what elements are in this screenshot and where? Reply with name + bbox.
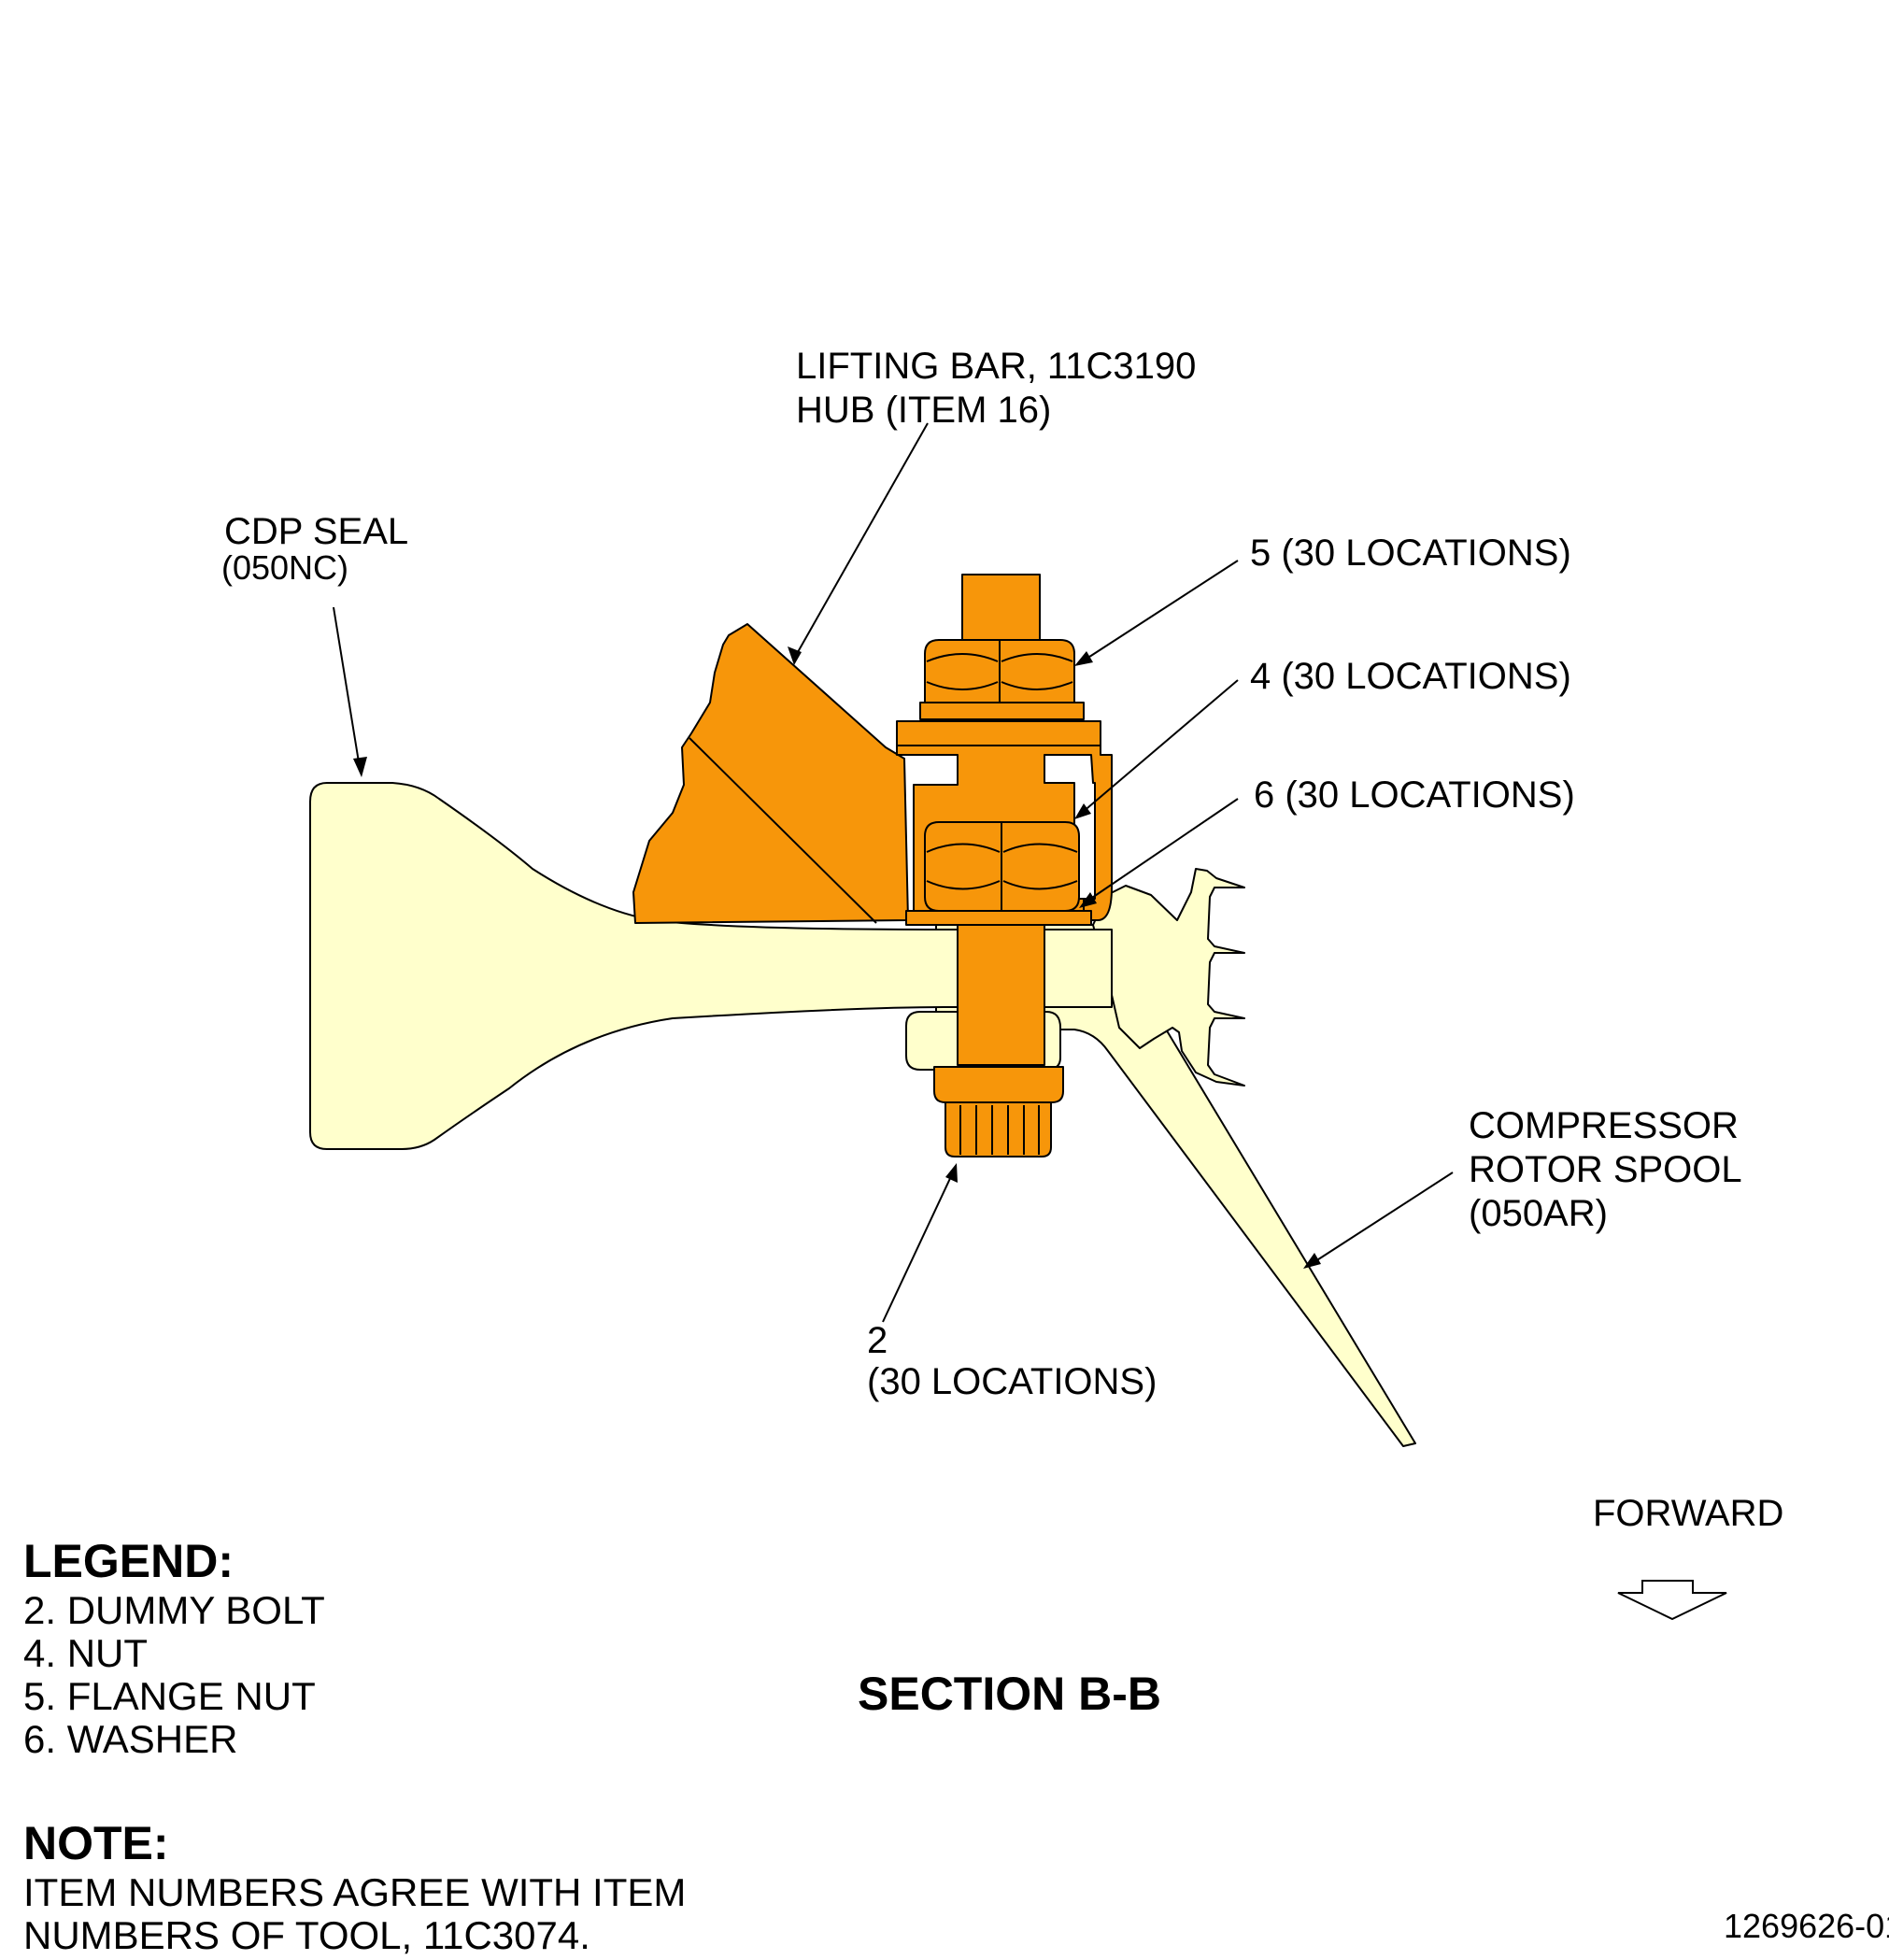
lifting-bar-hub (632, 623, 909, 924)
dummy-bolt-top (961, 574, 1041, 641)
lifting-bar-section-line (689, 737, 877, 924)
callout-item-2-line2: (30 LOCATIONS) (867, 1361, 1157, 1402)
forward-label: FORWARD (1593, 1493, 1783, 1534)
cdp-seal (309, 782, 1113, 1150)
forward-arrow-icon (1617, 1580, 1727, 1621)
legend-item: 4. NUT (23, 1631, 148, 1675)
note-line-1: ITEM NUMBERS AGREE WITH ITEM (23, 1870, 686, 1914)
note-line-2: NUMBERS OF TOOL, 11C3074. (23, 1913, 590, 1957)
callout-item-5: 5 (30 LOCATIONS) (1250, 533, 1571, 574)
callout-lifting-bar-line1: LIFTING BAR, 11C3190 (796, 346, 1196, 387)
callout-item-2-line1: 2 (867, 1320, 888, 1361)
section-title: SECTION B-B (858, 1668, 1161, 1720)
callout-item-4: 4 (30 LOCATIONS) (1250, 656, 1571, 697)
legend-item: 5. FLANGE NUT (23, 1674, 316, 1718)
nut-facet-right (1002, 843, 1078, 890)
flange-nut (919, 639, 1085, 720)
callout-cdp-seal-line2: (050NC) (221, 548, 348, 587)
note-heading: NOTE: (23, 1817, 169, 1869)
flange-nut-facet-left (926, 653, 999, 690)
legend-heading: LEGEND: (23, 1535, 234, 1587)
dummy-bolt-collar (933, 1066, 1064, 1103)
callout-lifting-bar-line2: HUB (ITEM 16) (796, 390, 1051, 431)
callout-spool-line1: COMPRESSOR (1469, 1105, 1739, 1146)
figure-number: 1269626-01 (1724, 1907, 1889, 1945)
callout-spool-line2: ROTOR SPOOL (1469, 1149, 1742, 1190)
flange-nut-facet-right (1001, 653, 1073, 690)
legend-item: 6. WASHER (23, 1717, 237, 1761)
washer (905, 910, 1092, 926)
spool-seal-teeth (1092, 868, 1245, 1087)
callout-spool-line3: (050AR) (1469, 1193, 1608, 1234)
nut-facet-left (926, 843, 1001, 890)
leader-lines (333, 422, 1454, 1323)
legend-item: 2. DUMMY BOLT (23, 1588, 325, 1632)
knurl-lines (959, 1105, 1040, 1155)
callout-cdp-seal-line1: CDP SEAL (224, 511, 408, 552)
callout-item-6: 6 (30 LOCATIONS) (1254, 774, 1575, 816)
